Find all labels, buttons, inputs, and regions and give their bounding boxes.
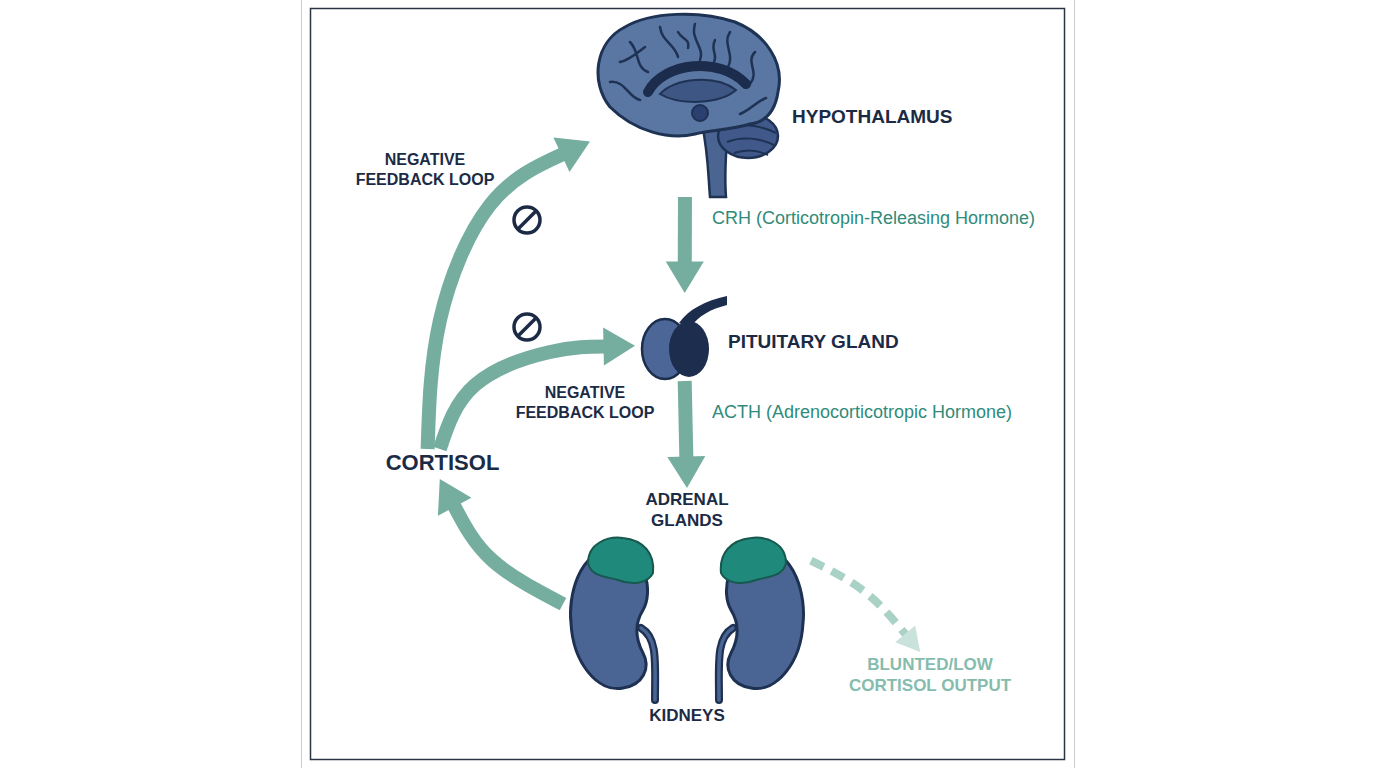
organ-label: HYPOTHALAMUS (792, 105, 1012, 128)
hormone-node: CORTISOL (375, 449, 510, 479)
arrow-head (553, 138, 590, 172)
arrow-head (438, 479, 471, 516)
inhibition-symbol (514, 207, 540, 233)
hormone-label: CORTISOL (375, 450, 510, 477)
hormone-arrow (667, 381, 705, 488)
connector-shaft (811, 561, 906, 635)
brain-illustration (590, 12, 785, 197)
organ-label: KIDNEYS (563, 706, 811, 727)
hormone-arrow (666, 197, 704, 293)
page-edge-line (301, 0, 302, 768)
arrow-head (603, 327, 635, 365)
adrenal-node: ADRENAL GLANDS KIDNEYS (563, 488, 811, 730)
hormone-arrow-label: ACTH (Adrenocorticotropic Hormone) (712, 402, 1042, 424)
pituitary-illustration (635, 293, 727, 381)
hypothalamus-node: HYPOTHALAMUS (590, 12, 785, 197)
arrow-head (895, 626, 920, 652)
arrow-head (666, 261, 704, 293)
connector-shaft (454, 505, 563, 604)
pituitary-node: PITUITARY GLAND (635, 293, 727, 381)
outcome-node: BLUNTED/LOW CORTISOL OUTPUT (832, 652, 1028, 702)
inhibition-symbol (514, 314, 540, 340)
arrow-head (667, 456, 705, 488)
hormone-arrow-label: CRH (Corticotropin-Releasing Hormone) (712, 208, 1042, 230)
organ-label: ADRENAL GLANDS (622, 490, 752, 531)
connector-shaft (685, 381, 687, 458)
outcome-label: BLUNTED/LOW CORTISOL OUTPUT (832, 655, 1028, 696)
blunted-output-arrow (811, 561, 920, 652)
feedback-arrow-label: NEGATIVE FEEDBACK LOOP (510, 383, 660, 422)
diagram-border (311, 9, 1065, 760)
cortisol-arrow (438, 479, 563, 604)
organ-label: PITUITARY GLAND (728, 330, 958, 353)
feedback-arrow-label: NEGATIVE FEEDBACK LOOP (350, 150, 500, 189)
connector-shaft (678, 197, 692, 263)
page-edge-line (1074, 0, 1075, 768)
